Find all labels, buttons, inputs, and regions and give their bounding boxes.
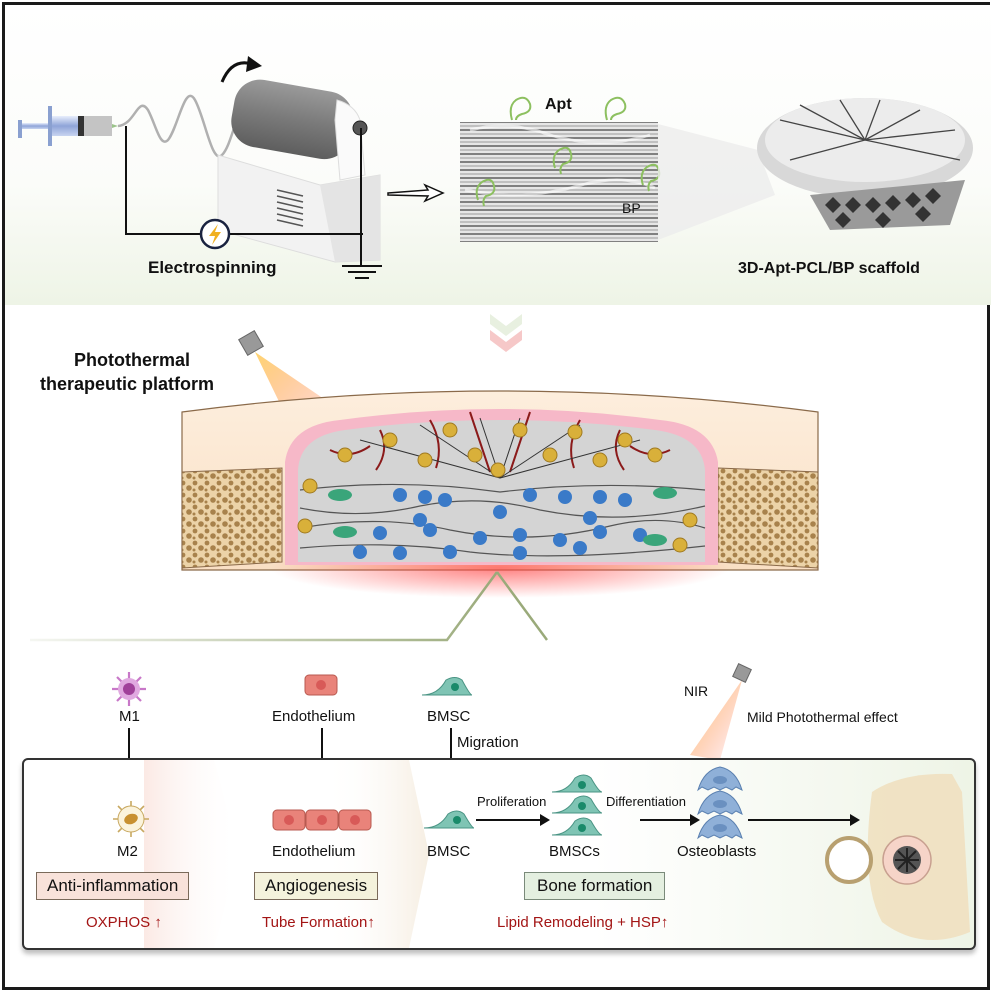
platform-title-line1: Photothermal (74, 350, 191, 370)
mechanism-box: Anti-inflammation Angiogenesis Bone form… (22, 758, 976, 950)
stage-chevrons (113, 760, 970, 948)
fiber-jet (117, 94, 246, 158)
bmscs-label: BMSCs (549, 843, 600, 860)
m1-label: M1 (119, 708, 140, 725)
differentiation-label: Differentiation (606, 794, 686, 809)
power-supply-icon (199, 218, 231, 250)
process-arrow-icon (387, 183, 445, 203)
down-chevron-icon (490, 314, 522, 352)
bmsc-top-label: BMSC (427, 708, 471, 725)
anti-inflammation-tag: Anti-inflammation (36, 872, 190, 900)
syringe-icon (18, 106, 118, 146)
lipid-remodeling-label: Lipid Remodeling + HSP↑ (497, 914, 669, 931)
skull-implant-icon (825, 773, 970, 940)
bp-label: BP (622, 200, 641, 216)
scaffold-label: 3D-Apt-PCL/BP scaffold (738, 260, 920, 277)
osteoblasts-cells-icon (697, 766, 743, 840)
electrospinning-label: Electrospinning (148, 258, 277, 277)
bone-layer-left (181, 467, 283, 569)
nir-label: NIR (684, 683, 709, 699)
migration-label: Migration (457, 734, 519, 751)
fiber-mat-image (460, 122, 658, 242)
m2-label: M2 (117, 843, 138, 860)
implanted-scaffold-image (285, 409, 718, 565)
bone-formation-tag: Bone formation (524, 872, 666, 900)
3d-scaffold-image (757, 98, 973, 230)
m1-macrophage-icon (112, 672, 146, 706)
apt-label: Apt (545, 96, 572, 113)
mild-photothermal-label: Mild Photothermal effect (747, 709, 898, 725)
circuit-wire (125, 126, 382, 279)
bone-layer-right (717, 467, 819, 569)
endothelium-bottom-label: Endothelium (272, 843, 356, 860)
bmscs-cells-icon (551, 774, 603, 836)
osteoblasts-label: Osteoblasts (677, 843, 757, 860)
endothelium-top-label: Endothelium (272, 708, 356, 725)
bmsc-cell-icon (421, 677, 473, 696)
magnification-cone (658, 124, 775, 240)
endothelium-row-icon (272, 809, 372, 831)
bmsc-bottom-label: BMSC (427, 843, 471, 860)
endothelial-cell-icon (304, 674, 338, 696)
platform-title-line2: therapeutic platform (40, 374, 215, 394)
tube-formation-label: Tube Formation↑ (262, 914, 375, 931)
nir-laser-small-icon (690, 663, 752, 760)
callout-line (30, 571, 965, 642)
proliferation-label: Proliferation (477, 794, 547, 809)
angiogenesis-tag: Angiogenesis (254, 872, 379, 900)
bmsc-cell-icon (423, 810, 475, 829)
m2-macrophage-icon (113, 801, 149, 837)
oxphos-label: OXPHOS ↑ (86, 914, 162, 931)
